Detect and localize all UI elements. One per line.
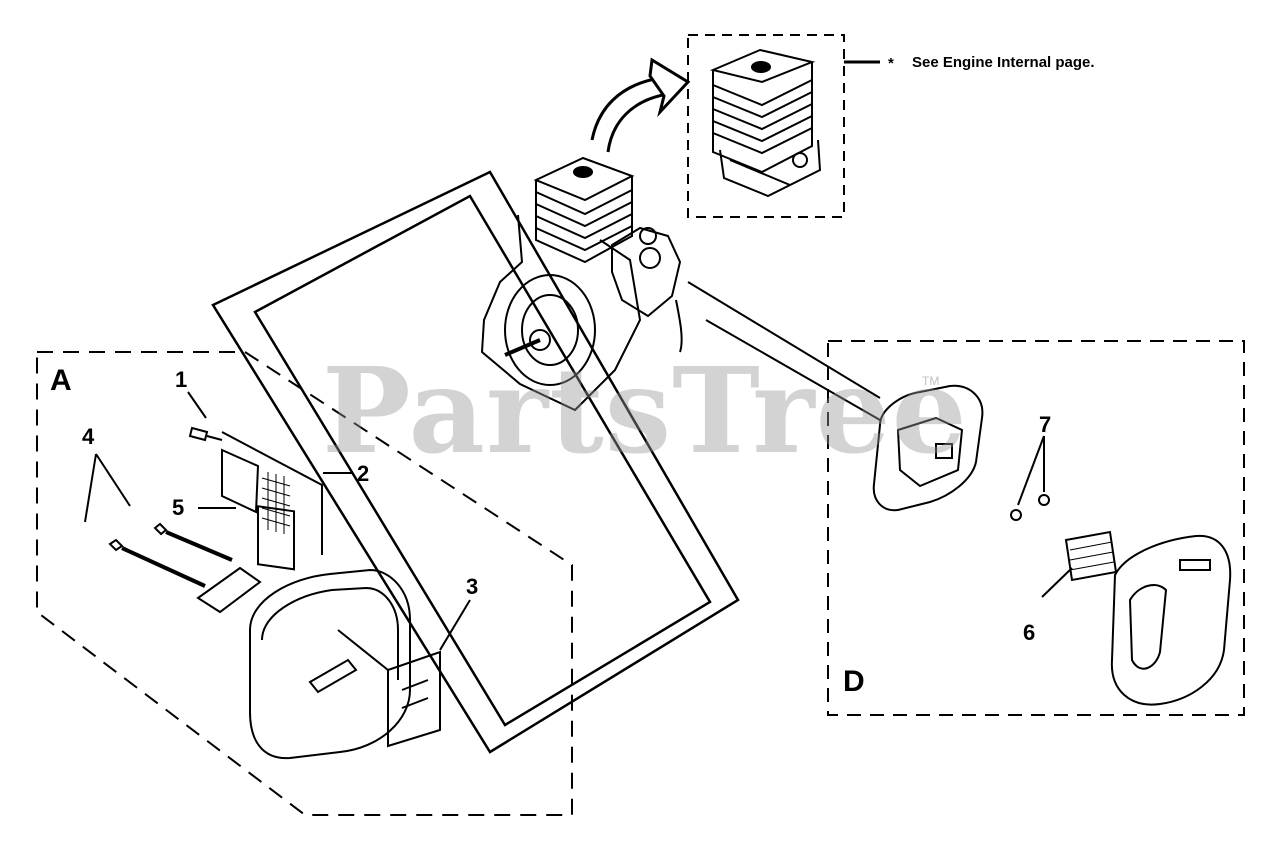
gasket-outline — [211, 170, 740, 754]
note-asterisk: * — [888, 55, 894, 72]
section-a-parts — [108, 426, 441, 760]
callout-2: 2 — [357, 461, 370, 486]
section-a-boundary — [36, 351, 573, 816]
curved-arrow — [590, 57, 691, 153]
callout-leaders — [84, 391, 1073, 651]
callout-7: 7 — [1039, 412, 1052, 437]
callout-1: 1 — [175, 367, 188, 392]
callout-6: 6 — [1023, 620, 1036, 645]
engine-internal-note: See Engine Internal page. — [912, 54, 1095, 71]
engine-assembly — [480, 156, 881, 421]
partstree-watermark: PartsTree — [322, 341, 968, 480]
cylinder-drawing — [709, 48, 822, 198]
engine-internal-inset — [687, 34, 845, 218]
section-d-parts — [872, 384, 1232, 706]
trademark-mark: TM — [922, 374, 940, 388]
callout-3: 3 — [466, 574, 479, 599]
callout-4: 4 — [82, 424, 95, 449]
section-d-boundary — [827, 340, 1245, 716]
section-label-a: A — [50, 364, 72, 397]
section-label-d: D — [843, 665, 865, 698]
callout-5: 5 — [172, 495, 185, 520]
